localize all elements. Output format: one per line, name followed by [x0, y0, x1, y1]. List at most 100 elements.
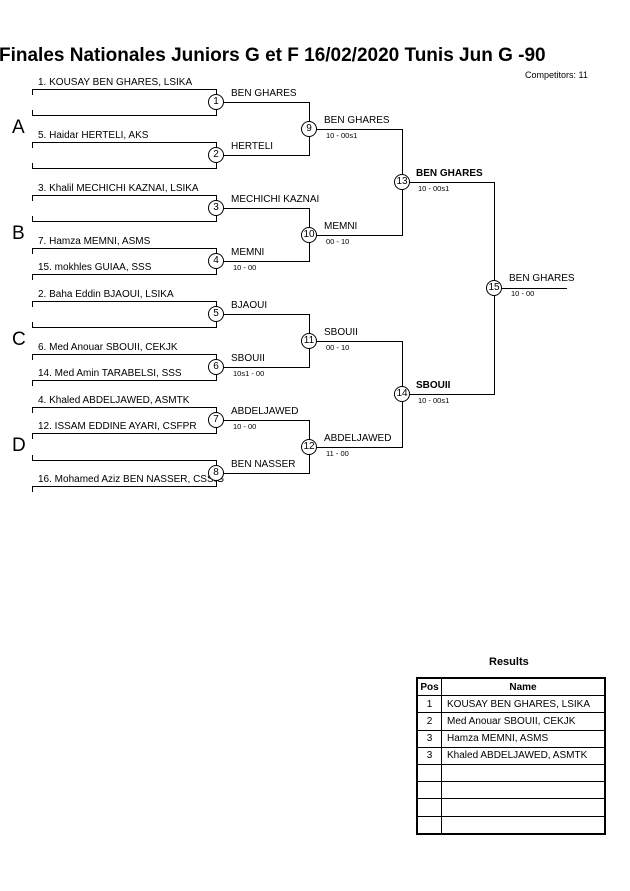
bracket-line	[216, 261, 310, 262]
match-score: 10 - 00	[511, 289, 535, 298]
match-winner: BEN NASSER	[231, 459, 296, 470]
match-number-badge: 5	[208, 306, 224, 322]
match-number-badge: 6	[208, 359, 224, 375]
match-score: 11 - 00	[326, 448, 349, 458]
bracket-line	[216, 367, 310, 368]
bracket-line	[32, 354, 33, 360]
bracket-line	[32, 163, 33, 169]
match-score: 10 - 00s1	[418, 183, 450, 193]
bracket-line	[32, 327, 217, 328]
player-entry: 2. Baha Eddin BJAOUI, LSIKA	[38, 289, 174, 300]
player-entry: 6. Med Anouar SBOUII, CEKJK	[38, 342, 178, 353]
bracket-line	[32, 486, 217, 487]
result-pos	[416, 815, 442, 835]
bracket-line	[32, 455, 33, 461]
result-name	[441, 763, 606, 783]
bracket-line	[32, 115, 217, 116]
table-row	[416, 798, 606, 817]
bracket-line	[402, 181, 495, 183]
match-number-badge: 1	[208, 94, 224, 110]
bracket-line	[32, 142, 217, 143]
match-score: 00 - 10	[326, 342, 350, 352]
bracket-line	[32, 142, 33, 148]
bracket-line	[309, 128, 403, 130]
result-name	[441, 781, 606, 800]
match-winner: BEN GHARES	[509, 273, 575, 284]
result-name: Med Anouar SBOUII, CEKJK	[441, 712, 606, 731]
table-row	[416, 781, 606, 800]
bracket-line	[32, 248, 33, 254]
bracket-line	[309, 446, 403, 448]
match-number-badge: 8	[208, 465, 224, 481]
result-pos: 2	[416, 712, 442, 731]
result-name: Khaled ABDELJAWED, ASMTK	[441, 746, 606, 765]
result-pos	[416, 763, 442, 783]
result-name	[441, 798, 606, 817]
page-title: Finales Nationales Juniors G et F 16/02/…	[0, 45, 546, 66]
bracket-line	[32, 433, 33, 439]
player-entry: 7. Hamza MEMNI, ASMS	[38, 236, 151, 247]
bracket-line	[32, 274, 33, 280]
match-winner: MEMNI	[324, 220, 358, 232]
bracket-line	[32, 380, 217, 381]
player-entry: 14. Med Amin TARABELSI, SSS	[38, 368, 182, 379]
result-name: KOUSAY BEN GHARES, LSIKA	[441, 695, 606, 714]
match-winner: BEN GHARES	[324, 114, 390, 126]
bracket-line	[309, 234, 403, 236]
result-name	[441, 815, 606, 835]
bracket-line	[32, 301, 217, 302]
pool-label-d: D	[12, 435, 26, 456]
match-number-badge: 9	[301, 120, 317, 137]
bracket-line	[216, 208, 310, 209]
bracket-line	[494, 287, 567, 289]
table-row	[416, 763, 606, 783]
bracket-line	[32, 110, 33, 116]
bracket-line	[32, 216, 33, 222]
match-winner: SBOUII	[416, 379, 451, 391]
result-pos: 3	[416, 729, 442, 748]
result-pos: 3	[416, 746, 442, 765]
results-header-pos: Pos	[416, 677, 442, 697]
player-entry: 12. ISSAM EDDINE AYARI, CSFPR	[38, 421, 197, 432]
match-winner: BJAOUI	[231, 300, 268, 311]
bracket-line	[402, 393, 495, 395]
bracket-line	[32, 407, 33, 413]
bracket-line	[309, 340, 403, 342]
competitors-count: Competitors: 11	[525, 70, 588, 80]
bracket-line	[32, 89, 217, 90]
results-header-name: Name	[441, 677, 606, 697]
match-score: 10 - 00	[233, 422, 257, 431]
bracket-line	[32, 322, 33, 328]
bracket-line	[32, 486, 33, 492]
bracket-line	[32, 380, 33, 386]
player-entry: 1. KOUSAY BEN GHARES, LSIKA	[38, 77, 193, 88]
result-name: Hamza MEMNI, ASMS	[441, 729, 606, 748]
player-entry: 3. Khalil MECHICHI KAZNAI, LSIKA	[38, 183, 199, 194]
match-number-badge: 13	[394, 173, 410, 190]
bracket-line	[32, 195, 33, 201]
match-winner: BEN GHARES	[231, 88, 297, 99]
bracket-line	[32, 274, 217, 275]
match-winner: MEMNI	[231, 247, 265, 258]
bracket-line	[32, 301, 33, 307]
match-winner: ABDELJAWED	[231, 406, 299, 417]
match-winner: HERTELI	[231, 141, 274, 152]
bracket-line	[32, 248, 217, 249]
match-winner: SBOUII	[231, 353, 265, 364]
player-entry: 5. Haidar HERTELI, AKS	[38, 130, 149, 141]
bracket-line	[216, 155, 310, 156]
results-title: Results	[489, 656, 529, 668]
match-winner: SBOUII	[324, 326, 358, 338]
match-number-badge: 3	[208, 200, 224, 216]
match-number-badge: 15	[486, 279, 502, 296]
match-number-badge: 7	[208, 412, 224, 428]
bracket-line	[32, 221, 217, 222]
match-winner: ABDELJAWED	[324, 432, 392, 444]
match-number-badge: 12	[301, 438, 317, 455]
player-entry: 4. Khaled ABDELJAWED, ASMTK	[38, 395, 190, 406]
bracket-line	[216, 314, 310, 315]
